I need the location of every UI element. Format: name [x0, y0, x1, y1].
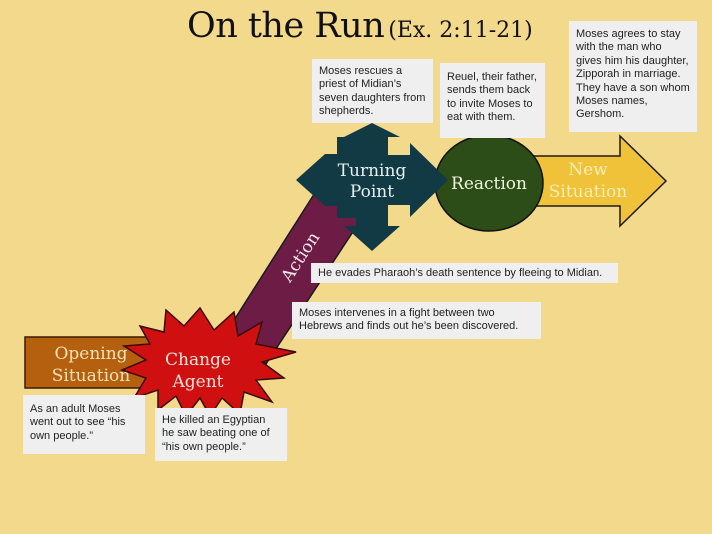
note-action-1: Moses intervenes in a fight between two … — [292, 302, 541, 339]
title-reference: (Ex. 2:11-21) — [388, 18, 533, 43]
reaction-label: Reaction — [451, 174, 527, 194]
note-action-2: He evades Pharaoh’s death sentence by fl… — [311, 263, 618, 283]
turning-point-label-line1: Turning — [338, 161, 407, 181]
diagram-title: On the Run(Ex. 2:11-21) — [187, 6, 533, 46]
note-new-situation: Moses agrees to stay with the man who gi… — [569, 21, 697, 132]
opening-situation-label-line1: Opening — [54, 344, 127, 364]
change-agent-shape: Change Agent — [119, 306, 297, 418]
note-reaction: Reuel, their father, sends them back to … — [440, 63, 545, 138]
turning-point-shape: Turning Point — [296, 123, 448, 251]
note-opening-situation: As an adult Moses went out to see “his o… — [23, 395, 145, 454]
note-change-agent: He killed an Egyptian he saw beating one… — [155, 408, 287, 461]
opening-situation-label-line2: Situation — [52, 366, 131, 386]
reaction-shape: Reaction — [434, 134, 544, 232]
new-situation-label-line2: Situation — [549, 182, 628, 202]
note-turning-point: Moses rescues a priest of Midian’s seven… — [312, 59, 433, 123]
change-agent-label-line1: Change — [165, 350, 231, 370]
title-main: On the Run — [187, 6, 385, 46]
new-situation-arrow: New Situation — [529, 134, 668, 228]
new-situation-label-line1: New — [568, 160, 608, 180]
change-agent-label-line2: Agent — [172, 372, 224, 392]
turning-point-label-line2: Point — [350, 182, 394, 202]
